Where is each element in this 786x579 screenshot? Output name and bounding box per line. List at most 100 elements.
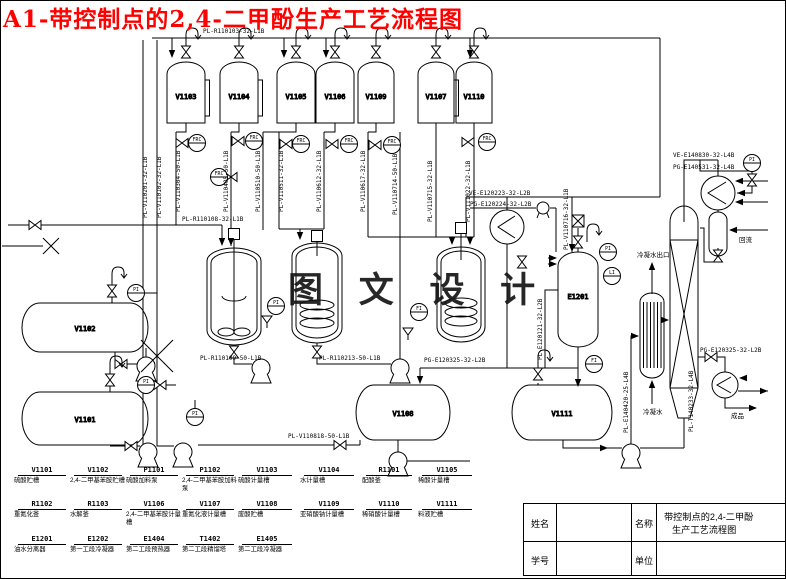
- funnel-icon: [402, 327, 414, 341]
- svg-text:FRC: FRC: [483, 136, 492, 142]
- vessel-v1101: V1101: [22, 392, 148, 445]
- inline-pump-icon: [537, 202, 549, 218]
- vessel-label: V1106: [324, 93, 345, 101]
- pipe-label: VE-E120223-32-L2B: [469, 190, 531, 197]
- valves: [28, 45, 757, 451]
- svg-text:PI: PI: [133, 287, 139, 293]
- pipe-label: PL-V110511-32-L1B: [278, 150, 285, 212]
- pipe-label: PL-V110612-32-L1B: [316, 150, 323, 212]
- instrument-pi: PI: [187, 409, 204, 426]
- drawing-title: A1-带控制点的2,4-二甲酚生产工艺流程图: [3, 6, 463, 33]
- vessel-label: V1102: [74, 325, 95, 333]
- pump-icon: [620, 443, 642, 469]
- pipe-label: PL-R110109-50-L1B: [200, 355, 262, 362]
- annotations: 冷凝水出口 冷凝水 回流 成品: [637, 235, 753, 420]
- valve-icon: [231, 136, 245, 146]
- svg-text:PI: PI: [192, 411, 198, 417]
- pump-icon: [137, 442, 159, 468]
- packing-x: [670, 240, 698, 388]
- preheater-e1404: [640, 293, 664, 378]
- valve-icon: [461, 137, 475, 147]
- svg-text:FI: FI: [416, 306, 422, 312]
- valve-icon: [124, 441, 138, 451]
- instrument-frc: FRC: [384, 137, 401, 154]
- valve-icon: [573, 235, 583, 249]
- funnel-icon: [261, 315, 273, 329]
- vessel-label: E1201: [567, 293, 588, 301]
- instrument-frc: FRC: [189, 135, 206, 152]
- inline-instrument-icon: [571, 214, 585, 228]
- pipe-label: PL-E120121-32-L2B: [537, 298, 544, 360]
- pump-icon: [389, 358, 411, 384]
- svg-text:FRC: FRC: [215, 171, 224, 177]
- valve-icon: [279, 139, 293, 149]
- vessel-label: V1101: [74, 416, 95, 424]
- instrument-frc: FRC: [341, 136, 358, 153]
- vessel-v1110: V1110: [456, 62, 492, 123]
- svg-text:FRC: FRC: [193, 137, 202, 143]
- separator-e1201: E1201: [558, 214, 598, 347]
- pipe-label: PL-V110201-32-L1B: [142, 156, 149, 218]
- pipe-label: PL-E140420-25-L4B: [623, 371, 630, 433]
- valve-icon: [371, 45, 381, 59]
- pipe-label: PL-V110617-32-L1B: [360, 150, 367, 212]
- vessel-label: V1104: [228, 93, 249, 101]
- svg-text:PI: PI: [143, 379, 149, 385]
- reactor-r1103: [437, 222, 485, 343]
- valve-icon: [234, 45, 244, 59]
- pump-icon: [172, 442, 194, 468]
- pipe-label: PL-V110102-32-L1B: [156, 156, 163, 218]
- motor-icon: [455, 222, 467, 234]
- pipe-label: PL-T140233-32-L4B: [688, 370, 695, 432]
- svg-text:PI: PI: [605, 246, 611, 252]
- svg-text:FRC: FRC: [250, 135, 259, 141]
- pipe-label: PL-V110715-32-L1B: [427, 160, 434, 222]
- valve-icon: [431, 45, 441, 59]
- reactor-r1102: [292, 230, 342, 344]
- pipe-label: PL-V110304-50-L1B: [175, 150, 182, 212]
- valve-icon: [333, 440, 347, 450]
- pipe-label: PL-V110510-50-L1B: [255, 150, 262, 212]
- svg-text:FRC: FRC: [345, 138, 354, 144]
- column-t1402: [670, 206, 698, 418]
- pipe-label: PG-E120325-32-L2B: [700, 347, 762, 354]
- annotation-condensate: 冷凝水: [643, 407, 663, 416]
- reactor-r1101: [207, 228, 261, 346]
- vessel-label: V1105: [285, 93, 306, 101]
- pipe-label: PG-E120325-32-L2B: [424, 357, 486, 364]
- instrument-pi: PI: [600, 244, 617, 261]
- valve-icon: [533, 367, 543, 381]
- pipe-label: PL-R110108-32-L1B: [182, 216, 244, 223]
- valve-icon: [747, 173, 757, 187]
- pipe-label: PG-E120224-32-L2B: [470, 201, 532, 208]
- title-block-divider: [556, 504, 557, 575]
- pipe-labels: PL-R110103-32-L1B PL-R110108-32-L1B PL-R…: [182, 28, 762, 440]
- svg-text:FI: FI: [591, 358, 597, 364]
- valve-icon: [153, 380, 167, 390]
- valve-icon: [325, 139, 339, 149]
- vessel-v1108: V1108: [356, 385, 450, 440]
- svg-text:PI: PI: [749, 157, 755, 163]
- vessel-v1104: V1104: [220, 62, 263, 123]
- title-block-drawing-name: 带控制点的2,4-二甲酚 生产工艺流程图: [664, 512, 754, 535]
- valve-icon: [107, 284, 117, 298]
- annotation-condensate-outlet: 冷凝水出口: [637, 250, 670, 259]
- title-label: 名称: [635, 519, 654, 529]
- valve-icon: [368, 140, 382, 150]
- vessel-label: V1111: [551, 410, 572, 418]
- pipe-label: PL-V110818-50-L1B: [288, 433, 350, 440]
- valve-icon: [330, 45, 340, 59]
- vessel-label: V1109: [365, 93, 386, 101]
- instrument-frc: FRC: [293, 136, 310, 153]
